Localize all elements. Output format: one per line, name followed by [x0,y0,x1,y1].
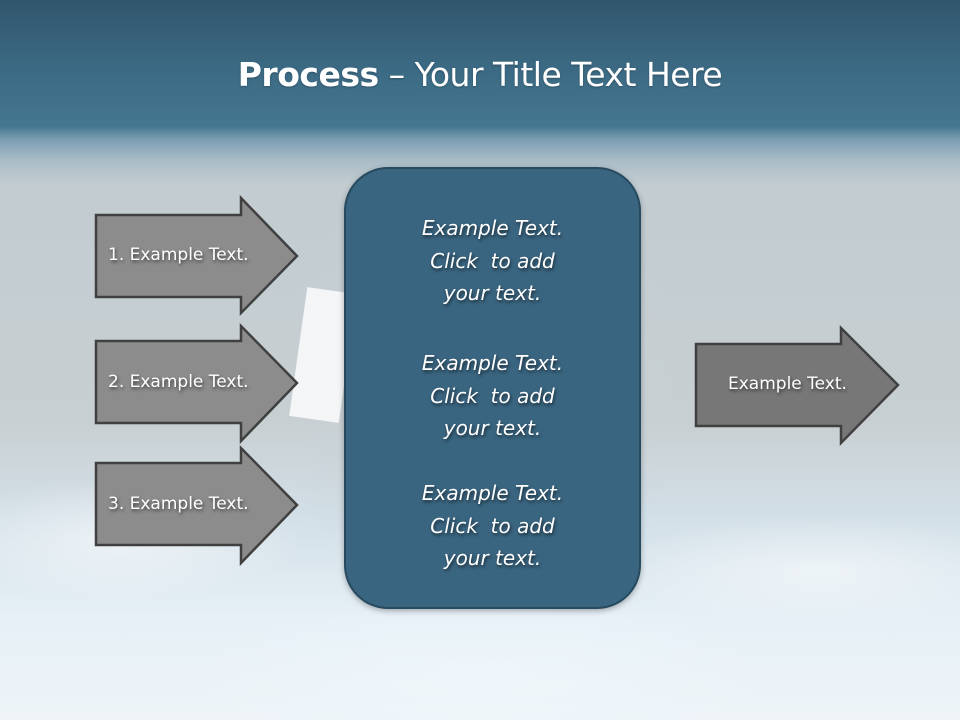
title-strong: Process [237,55,379,94]
text-line: Example Text. [421,351,564,375]
text-line: Example Text. [421,216,564,240]
center-text-block-1[interactable]: Example Text. Click to add your text. [346,212,639,310]
title-rest: – Your Title Text Here [378,55,723,94]
center-process-box[interactable]: Example Text. Click to add your text. Ex… [344,167,641,609]
center-text-block-3[interactable]: Example Text. Click to add your text. [346,477,639,575]
text-line: your text. [443,416,542,440]
input-arrow-label: 3. Example Text. [108,494,249,514]
input-arrow-2[interactable]: 2. Example Text. [94,322,299,445]
text-line: Example Text. [421,481,564,505]
text-line: Click to add [430,248,555,273]
arrow-right-shape [94,194,299,317]
text-line: your text. [443,546,542,570]
center-text-block-2[interactable]: Example Text. Click to add your text. [346,347,639,445]
arrow-right-shape [94,444,299,567]
slide-title[interactable]: Process – Your Title Text Here [0,50,960,100]
output-arrow[interactable]: Example Text. [694,324,900,447]
input-arrow-1[interactable]: 1. Example Text. [94,194,299,317]
output-arrow-label: Example Text. [728,374,847,394]
input-arrow-label: 1. Example Text. [108,245,249,265]
input-arrow-3[interactable]: 3. Example Text. [94,444,299,567]
input-arrow-label: 2. Example Text. [108,372,249,392]
arrow-right-shape [94,322,299,445]
text-line: Click to add [430,383,555,408]
arrow-right-shape [694,324,900,447]
text-line: your text. [443,281,542,305]
text-line: Click to add [430,513,555,538]
